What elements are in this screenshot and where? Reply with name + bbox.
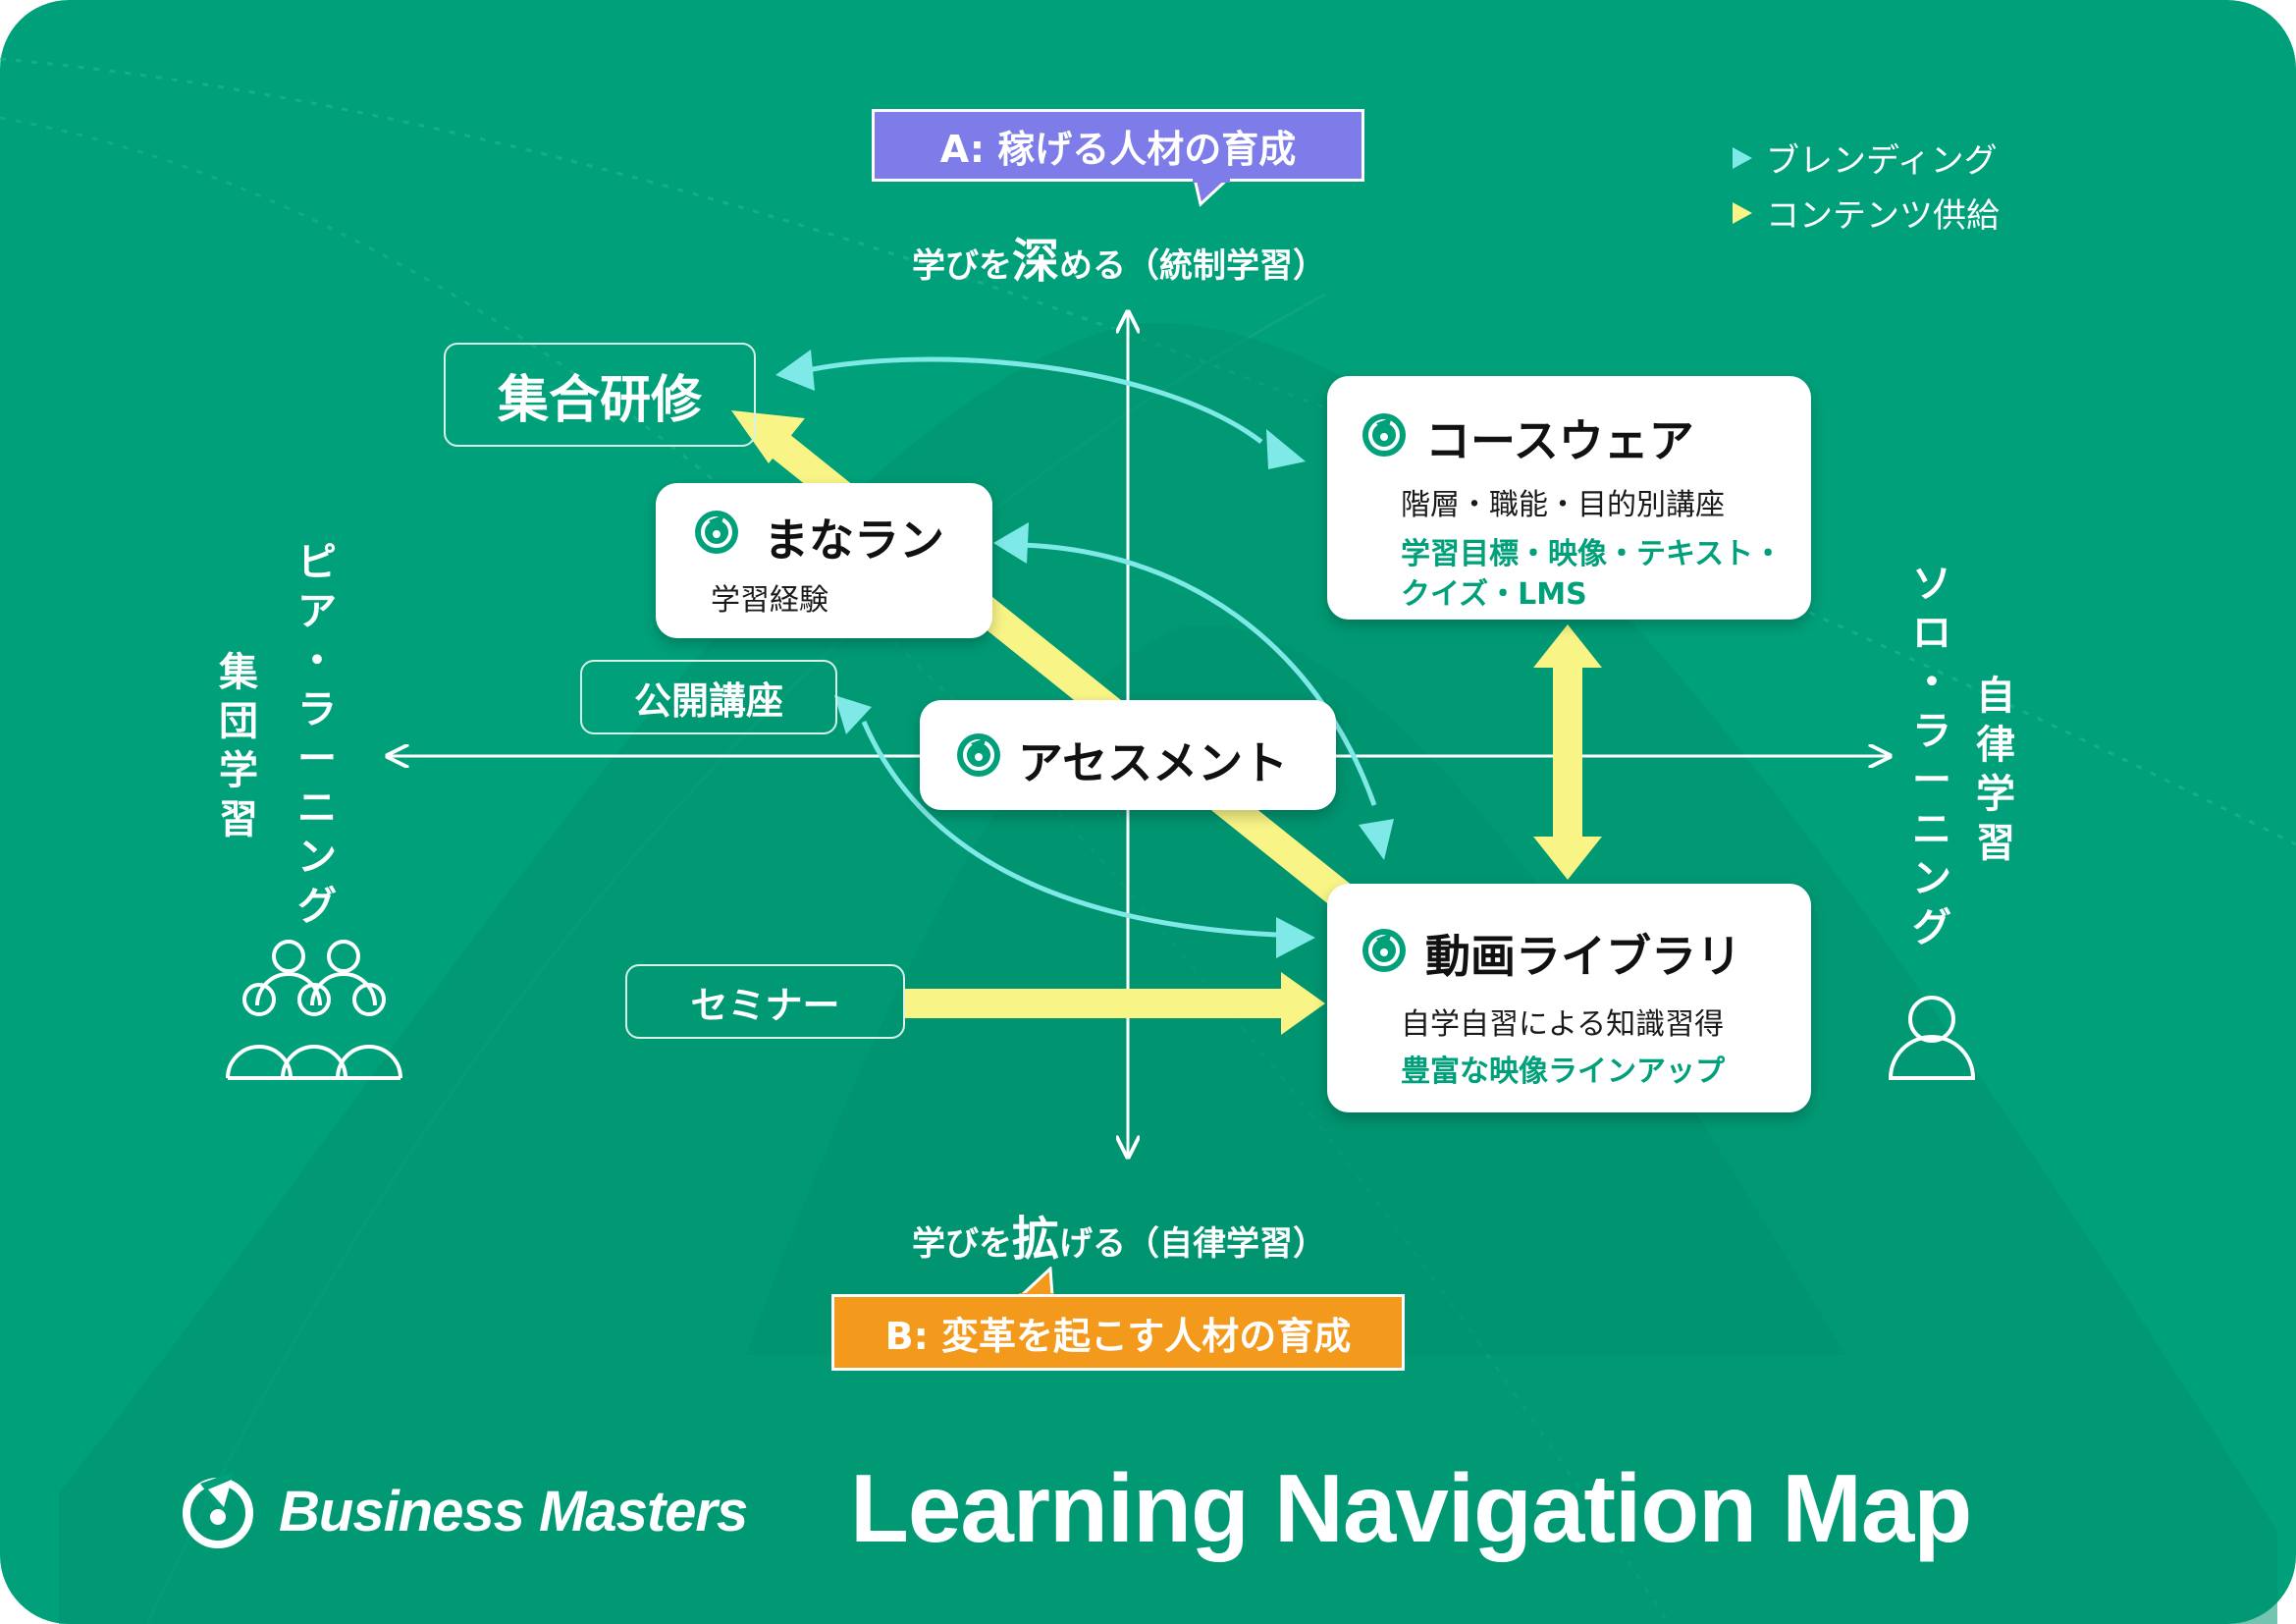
business-masters-logo-icon — [957, 733, 1000, 777]
group-training-label: 集合研修 — [497, 370, 702, 430]
seminar-box: セミナー — [625, 964, 905, 1039]
bottom-axis-label: 学びを拡げる（自律学習） — [883, 1200, 1355, 1269]
blend-arrow-head — [1266, 429, 1306, 469]
blend-arrow-public-library — [861, 721, 1277, 938]
assessment-title: アセスメント — [1018, 736, 1289, 789]
blend-arrow-head — [1359, 819, 1394, 860]
manaran-title: まなラン — [764, 514, 944, 567]
left-axis-char: 集 — [219, 650, 258, 695]
blend-arrow-training-courseware — [802, 356, 1263, 444]
blending-legend-icon — [1733, 146, 1752, 169]
business-masters-logo-icon — [183, 1472, 253, 1548]
top-axis-label: 学びを深める（統制学習） — [883, 222, 1355, 291]
manaran-card: まなラン 学習経験 — [656, 483, 992, 638]
blend-arrow-head — [834, 695, 872, 734]
business-masters-logo-icon — [1362, 413, 1406, 457]
left-axis-char: ニ — [297, 785, 337, 831]
right-axis-char: グ — [1912, 905, 1951, 950]
callout-a-text: A: 稼げる人材の育成 — [939, 127, 1297, 171]
left-axis-char: 学 — [219, 748, 258, 793]
background-mountain — [59, 322, 2277, 1624]
bottom-axis-label-big: 拡 — [1011, 1212, 1059, 1267]
left-axis-char: ア — [297, 589, 337, 634]
content-arrow-head-training — [731, 410, 805, 463]
video-library-green: 豊富な映像ラインアップ — [1401, 1055, 1725, 1089]
blend-arrow-manaran-library — [1020, 542, 1377, 806]
courseware-green-2: クイズ・LMS — [1401, 577, 1587, 612]
right-axis-line1: ソ ロ ・ ラ ー ニ ン グ — [1907, 560, 1956, 952]
assessment-card: アセスメント — [920, 700, 1336, 810]
right-axis-char: ロ — [1912, 611, 1951, 656]
content-arrow-head-seminar — [1281, 972, 1325, 1035]
legend-blending: ブレンディング — [1733, 134, 1998, 182]
right-axis-char: 律 — [1976, 723, 2015, 768]
left-axis-char: ー — [297, 736, 337, 782]
right-axis-char: ニ — [1912, 807, 1951, 852]
bottom-axis-label-post: げる（自律学習） — [1059, 1224, 1326, 1264]
seminar-label: セミナー — [690, 983, 840, 1027]
content-arrow-head-up — [1533, 624, 1602, 668]
right-axis-char: ラ — [1912, 709, 1951, 754]
left-axis-line2: 集 団 学 習 — [214, 648, 263, 844]
callout-b: B: 変革を起こす人材の育成 — [831, 1294, 1405, 1371]
right-axis-char: 学 — [1976, 772, 2015, 817]
brand-name: Business Masters — [279, 1479, 748, 1543]
content-supply-legend-icon — [1733, 201, 1752, 224]
right-axis-char: 自 — [1976, 674, 2015, 719]
right-axis-char: ・ — [1912, 660, 1951, 705]
video-library-card: 動画ライブラリ 自学自習による知識習得 豊富な映像ラインアップ — [1327, 884, 1811, 1112]
group-training-box: 集合研修 — [444, 343, 756, 447]
right-axis-char: 習 — [1976, 821, 2015, 866]
blend-arrow-head — [775, 350, 815, 391]
left-axis-char: グ — [297, 884, 337, 929]
manaran-sub: 学習経験 — [711, 583, 828, 618]
left-axis-char: 習 — [219, 797, 258, 842]
callout-a-tail — [1193, 179, 1231, 207]
right-axis-char: ソ — [1912, 562, 1951, 607]
legend-content-label: コンテンツ供給 — [1766, 196, 2000, 236]
top-axis-label-post: める（統制学習） — [1059, 246, 1326, 286]
courseware-green-1: 学習目標・映像・テキスト・ — [1401, 537, 1784, 571]
left-axis-char: ・ — [297, 638, 337, 683]
left-axis-char: ラ — [297, 687, 337, 732]
left-axis-char: ン — [297, 835, 337, 880]
business-masters-logo-icon — [695, 511, 738, 554]
left-axis-char: 団 — [219, 699, 258, 744]
blend-arrow-head — [993, 522, 1029, 564]
top-axis-label-big: 深 — [1011, 234, 1059, 289]
right-axis-line2: 自 律 学 習 — [1971, 672, 2020, 868]
blend-arrow-head — [1276, 917, 1315, 958]
video-library-sub: 自学自習による知識習得 — [1401, 1007, 1725, 1042]
right-axis-char: ン — [1912, 856, 1951, 901]
right-axis-char: ー — [1912, 758, 1951, 803]
courseware-card: コースウェア 階層・職能・目的別講座 学習目標・映像・テキスト・ クイズ・LMS — [1327, 376, 1811, 620]
top-axis-label-pre: 学びを — [911, 246, 1012, 286]
public-course-box: 公開講座 — [580, 660, 837, 734]
legend-content-supply: コンテンツ供給 — [1733, 189, 2000, 237]
callout-b-text: B: 変革を起こす人材の育成 — [884, 1314, 1352, 1358]
footer-title: Learning Navigation Map — [850, 1454, 1972, 1562]
decor-arc — [0, 116, 1671, 1624]
legend-blending-label: ブレンディング — [1766, 141, 1998, 181]
public-course-label: 公開講座 — [633, 678, 783, 723]
video-library-title: 動画ライブラリ — [1425, 930, 1741, 983]
footer-brand: Business Masters — [175, 1467, 748, 1555]
business-masters-logo-icon — [1362, 929, 1406, 972]
left-axis-char: ピ — [297, 540, 337, 585]
courseware-title: コースウェア — [1425, 414, 1694, 467]
single-person-icon — [1888, 996, 1976, 1080]
group-people-icon — [226, 940, 402, 1080]
callout-a: A: 稼げる人材の育成 — [872, 109, 1364, 182]
bottom-axis-label-pre: 学びを — [911, 1224, 1012, 1264]
decor-arc — [0, 57, 2296, 846]
left-axis-line1: ピ ア ・ ラ ー ニ ン グ — [293, 538, 342, 931]
content-arrow-head-down — [1533, 837, 1602, 880]
courseware-sub: 階層・職能・目的別講座 — [1401, 488, 1725, 522]
